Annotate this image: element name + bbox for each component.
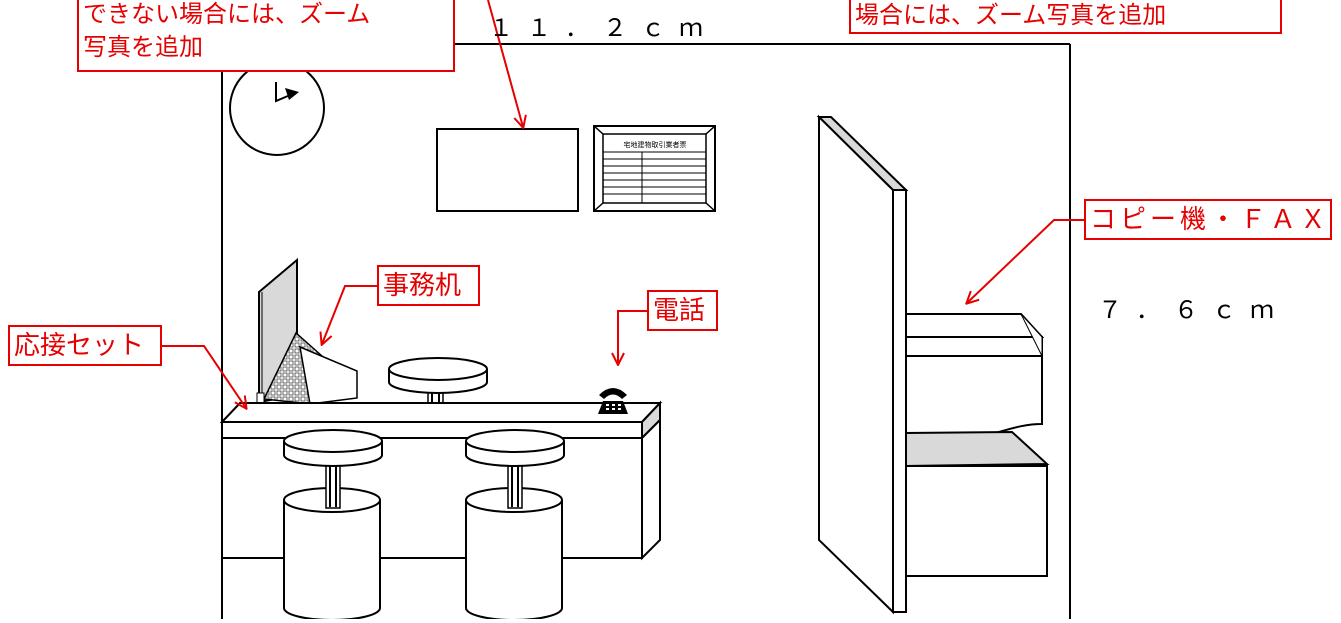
note-zoom-photo-left-line2: 写真を追加 [83, 33, 203, 61]
dimension-height: ７．６ｃｍ [1098, 296, 1288, 324]
note-zoom-photo-left: できない場合には、ズーム 写真を追加 [77, 0, 455, 72]
arrow-to-phone [618, 310, 647, 364]
license-board-title: 宅地建物取引業者票 [624, 140, 687, 149]
wall-board [436, 128, 579, 212]
note-zoom-photo-right: 場合には、ズーム写真を追加 [849, 0, 1282, 34]
partition [816, 114, 909, 615]
arrow-to-wall-board [487, 0, 523, 127]
dimension-width: １１．２ｃｍ [489, 14, 717, 42]
arrow-to-desk [322, 285, 377, 344]
copier [904, 313, 1050, 577]
license-board: 宅地建物取引業者票 [593, 125, 716, 212]
callout-arrows [162, 0, 1084, 408]
front-stool-left [283, 429, 383, 621]
front-stool-right [465, 429, 565, 621]
telephone-icon [598, 388, 628, 414]
label-copier-fax: コピー機・ＦＡＸ [1084, 199, 1332, 240]
laptop [256, 257, 358, 408]
label-phone: 電話 [647, 290, 718, 331]
note-zoom-photo-left-line1: できない場合には、ズーム [83, 0, 371, 28]
label-reception-set: 応接セット [8, 325, 162, 366]
arrow-to-copier [967, 219, 1084, 303]
clock-icon [229, 60, 325, 156]
label-office-desk: 事務机 [377, 265, 480, 306]
back-stool [388, 357, 488, 405]
arrow-to-counter [162, 345, 246, 408]
